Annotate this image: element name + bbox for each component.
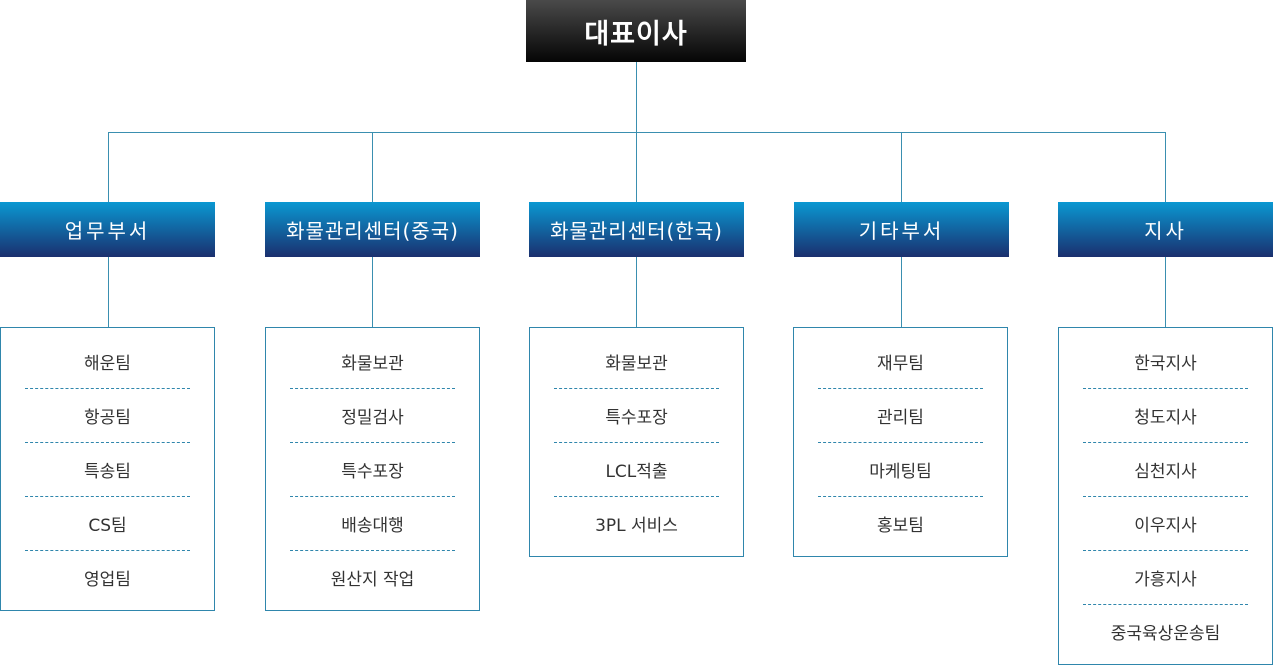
- connector-ceo-down: [636, 62, 637, 132]
- team-item: 정밀검사: [290, 388, 455, 442]
- dept-header-branches: 지사: [1058, 202, 1273, 257]
- team-item: 항공팀: [25, 388, 190, 442]
- connector-dept-5-up: [1165, 132, 1166, 202]
- team-item: 마케팅팀: [818, 442, 983, 496]
- team-item: 화물보관: [605, 353, 668, 374]
- team-item: 한국지사: [1134, 353, 1197, 374]
- team-item: 홍보팀: [818, 496, 983, 550]
- connector-dept-5-down: [1165, 257, 1166, 327]
- connector-dept-2-down: [372, 257, 373, 327]
- team-item: 청도지사: [1083, 388, 1248, 442]
- team-list-cargo-center-korea: 화물보관 특수포장 LCL적출 3PL 서비스: [529, 327, 744, 557]
- ceo-node: 대표이사: [526, 0, 746, 62]
- team-item: 중국육상운송팀: [1083, 604, 1248, 658]
- connector-dept-3-down: [636, 257, 637, 327]
- connector-dept-2-up: [372, 132, 373, 202]
- team-item: 가흥지사: [1083, 550, 1248, 604]
- team-list-branches: 한국지사 청도지사 심천지사 이우지사 가흥지사 중국육상운송팀: [1058, 327, 1273, 665]
- team-item: LCL적출: [554, 442, 719, 496]
- connector-dept-4-down: [901, 257, 902, 327]
- team-item: 영업팀: [25, 550, 190, 604]
- connector-dept-1-up: [108, 132, 109, 202]
- dept-header-operations: 업무부서: [0, 202, 215, 257]
- dept-header-cargo-center-korea: 화물관리센터(한국): [529, 202, 744, 257]
- team-item: 이우지사: [1083, 496, 1248, 550]
- team-item: 원산지 작업: [290, 550, 455, 604]
- connector-dept-1-down: [108, 257, 109, 327]
- team-item: 심천지사: [1083, 442, 1248, 496]
- team-item: 재무팀: [877, 353, 924, 374]
- dept-header-other: 기타부서: [794, 202, 1009, 257]
- connector-dept-3-up: [636, 132, 637, 202]
- team-item: 화물보관: [341, 353, 404, 374]
- team-item: 특송팀: [25, 442, 190, 496]
- connector-dept-4-up: [901, 132, 902, 202]
- dept-header-cargo-center-china: 화물관리센터(중국): [265, 202, 480, 257]
- team-list-other: 재무팀 관리팀 마케팅팀 홍보팀: [793, 327, 1008, 557]
- team-list-cargo-center-china: 화물보관 정밀검사 특수포장 배송대행 원산지 작업: [265, 327, 480, 611]
- team-item: CS팀: [25, 496, 190, 550]
- connector-horizontal: [108, 132, 1166, 133]
- team-item: 해운팀: [84, 353, 131, 374]
- team-item: 특수포장: [290, 442, 455, 496]
- team-item: 배송대행: [290, 496, 455, 550]
- team-item: 관리팀: [818, 388, 983, 442]
- team-item: 특수포장: [554, 388, 719, 442]
- team-item: 3PL 서비스: [554, 496, 719, 550]
- team-list-operations: 해운팀 항공팀 특송팀 CS팀 영업팀: [0, 327, 215, 611]
